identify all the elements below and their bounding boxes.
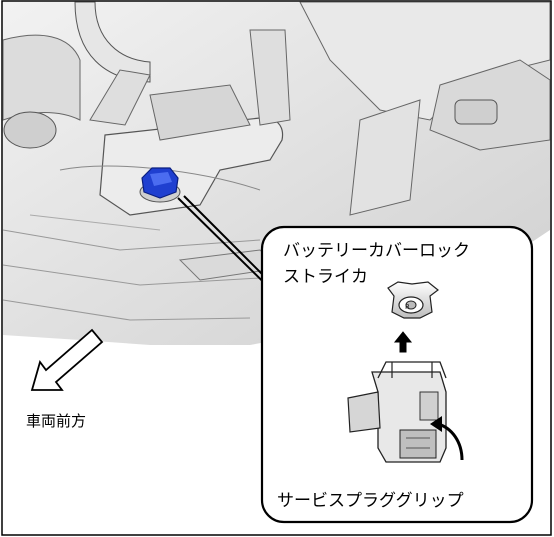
part-marking: R xyxy=(405,303,410,311)
service-plug-grip-label: サービスプラググリップ xyxy=(277,491,464,511)
service-plug-grip-part xyxy=(347,361,447,463)
vehicle-underbody xyxy=(2,1,551,345)
vehicle-front-label: 車両前方 xyxy=(26,412,87,430)
striker-label-line1: バッテリーカバーロック xyxy=(283,241,470,261)
up-arrow-icon xyxy=(393,331,413,353)
striker-label-line2: ストライカ xyxy=(283,267,368,287)
striker-location-marker xyxy=(139,167,181,203)
curved-arrow-icon xyxy=(430,416,464,461)
arrow-direction-icon xyxy=(30,328,104,391)
striker-part: R xyxy=(387,281,439,319)
